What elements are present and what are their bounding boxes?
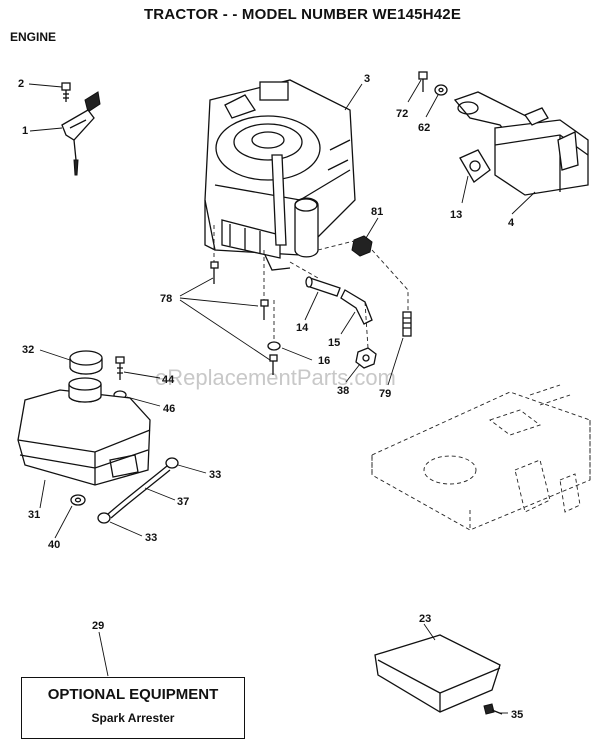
page-title: TRACTOR - - MODEL NUMBER WE145H42E bbox=[143, 6, 462, 23]
assembly-lines bbox=[213, 225, 409, 349]
part-78-bolts bbox=[210, 261, 278, 375]
callout-2: 2 bbox=[18, 78, 24, 90]
callout-23: 23 bbox=[419, 613, 431, 625]
callout-13: 13 bbox=[450, 209, 462, 221]
callout-37: 37 bbox=[177, 496, 189, 508]
engine-mounting-frame bbox=[371, 384, 591, 531]
leader-lines bbox=[28, 79, 536, 714]
part-33-clamp-lower bbox=[97, 512, 111, 524]
callout-35: 35 bbox=[511, 709, 523, 721]
part-40-bushing bbox=[70, 494, 86, 506]
optional-equipment-item: Spark Arrester bbox=[91, 711, 175, 725]
part-4-muffler bbox=[453, 91, 589, 196]
optional-equipment-title: OPTIONAL EQUIPMENT bbox=[47, 686, 219, 703]
part-2-screw bbox=[61, 82, 71, 102]
callout-16: 16 bbox=[318, 355, 330, 367]
callout-79: 79 bbox=[379, 388, 391, 400]
callout-15: 15 bbox=[328, 337, 340, 349]
part-1-bracket bbox=[61, 91, 101, 176]
callout-72: 72 bbox=[396, 108, 408, 120]
part-72-bolt bbox=[418, 71, 428, 92]
callout-4: 4 bbox=[508, 217, 515, 229]
part-15-elbow bbox=[340, 289, 373, 325]
part-79-bolt bbox=[402, 311, 412, 337]
part-81-nut bbox=[351, 235, 373, 257]
callout-40: 40 bbox=[48, 539, 60, 551]
section-label: ENGINE bbox=[10, 30, 57, 44]
callout-62: 62 bbox=[418, 122, 430, 134]
callout-14: 14 bbox=[296, 322, 309, 334]
callout-29: 29 bbox=[92, 620, 104, 632]
callout-33-lower: 33 bbox=[145, 532, 157, 544]
part-16-washer bbox=[267, 341, 281, 351]
part-32-fuel-cap bbox=[69, 350, 103, 375]
part-38-nut bbox=[355, 347, 377, 369]
part-3-engine bbox=[204, 79, 356, 271]
callout-81: 81 bbox=[371, 206, 383, 218]
callout-31: 31 bbox=[28, 509, 40, 521]
part-31-fuel-tank bbox=[17, 377, 151, 486]
callout-44: 44 bbox=[162, 374, 175, 386]
optional-equipment-box: OPTIONAL EQUIPMENT Spark Arrester bbox=[21, 677, 245, 739]
part-37-fuel-line bbox=[107, 465, 171, 519]
callout-78: 78 bbox=[160, 293, 172, 305]
callout-3: 3 bbox=[364, 73, 370, 85]
part-44-screw bbox=[115, 356, 125, 380]
part-23-arrester-shield bbox=[374, 634, 501, 713]
part-14-tube bbox=[305, 276, 341, 297]
part-35-screw bbox=[483, 703, 503, 715]
part-33-clamp-upper bbox=[165, 457, 179, 469]
callout-46: 46 bbox=[163, 403, 175, 415]
watermark-text: eReplacementParts.com bbox=[155, 365, 396, 390]
part-13-gasket bbox=[459, 149, 491, 183]
callout-38: 38 bbox=[337, 385, 349, 397]
callout-32: 32 bbox=[22, 344, 34, 356]
callout-33-upper: 33 bbox=[209, 469, 221, 481]
callout-1: 1 bbox=[22, 125, 28, 137]
part-62-washer bbox=[434, 84, 448, 96]
